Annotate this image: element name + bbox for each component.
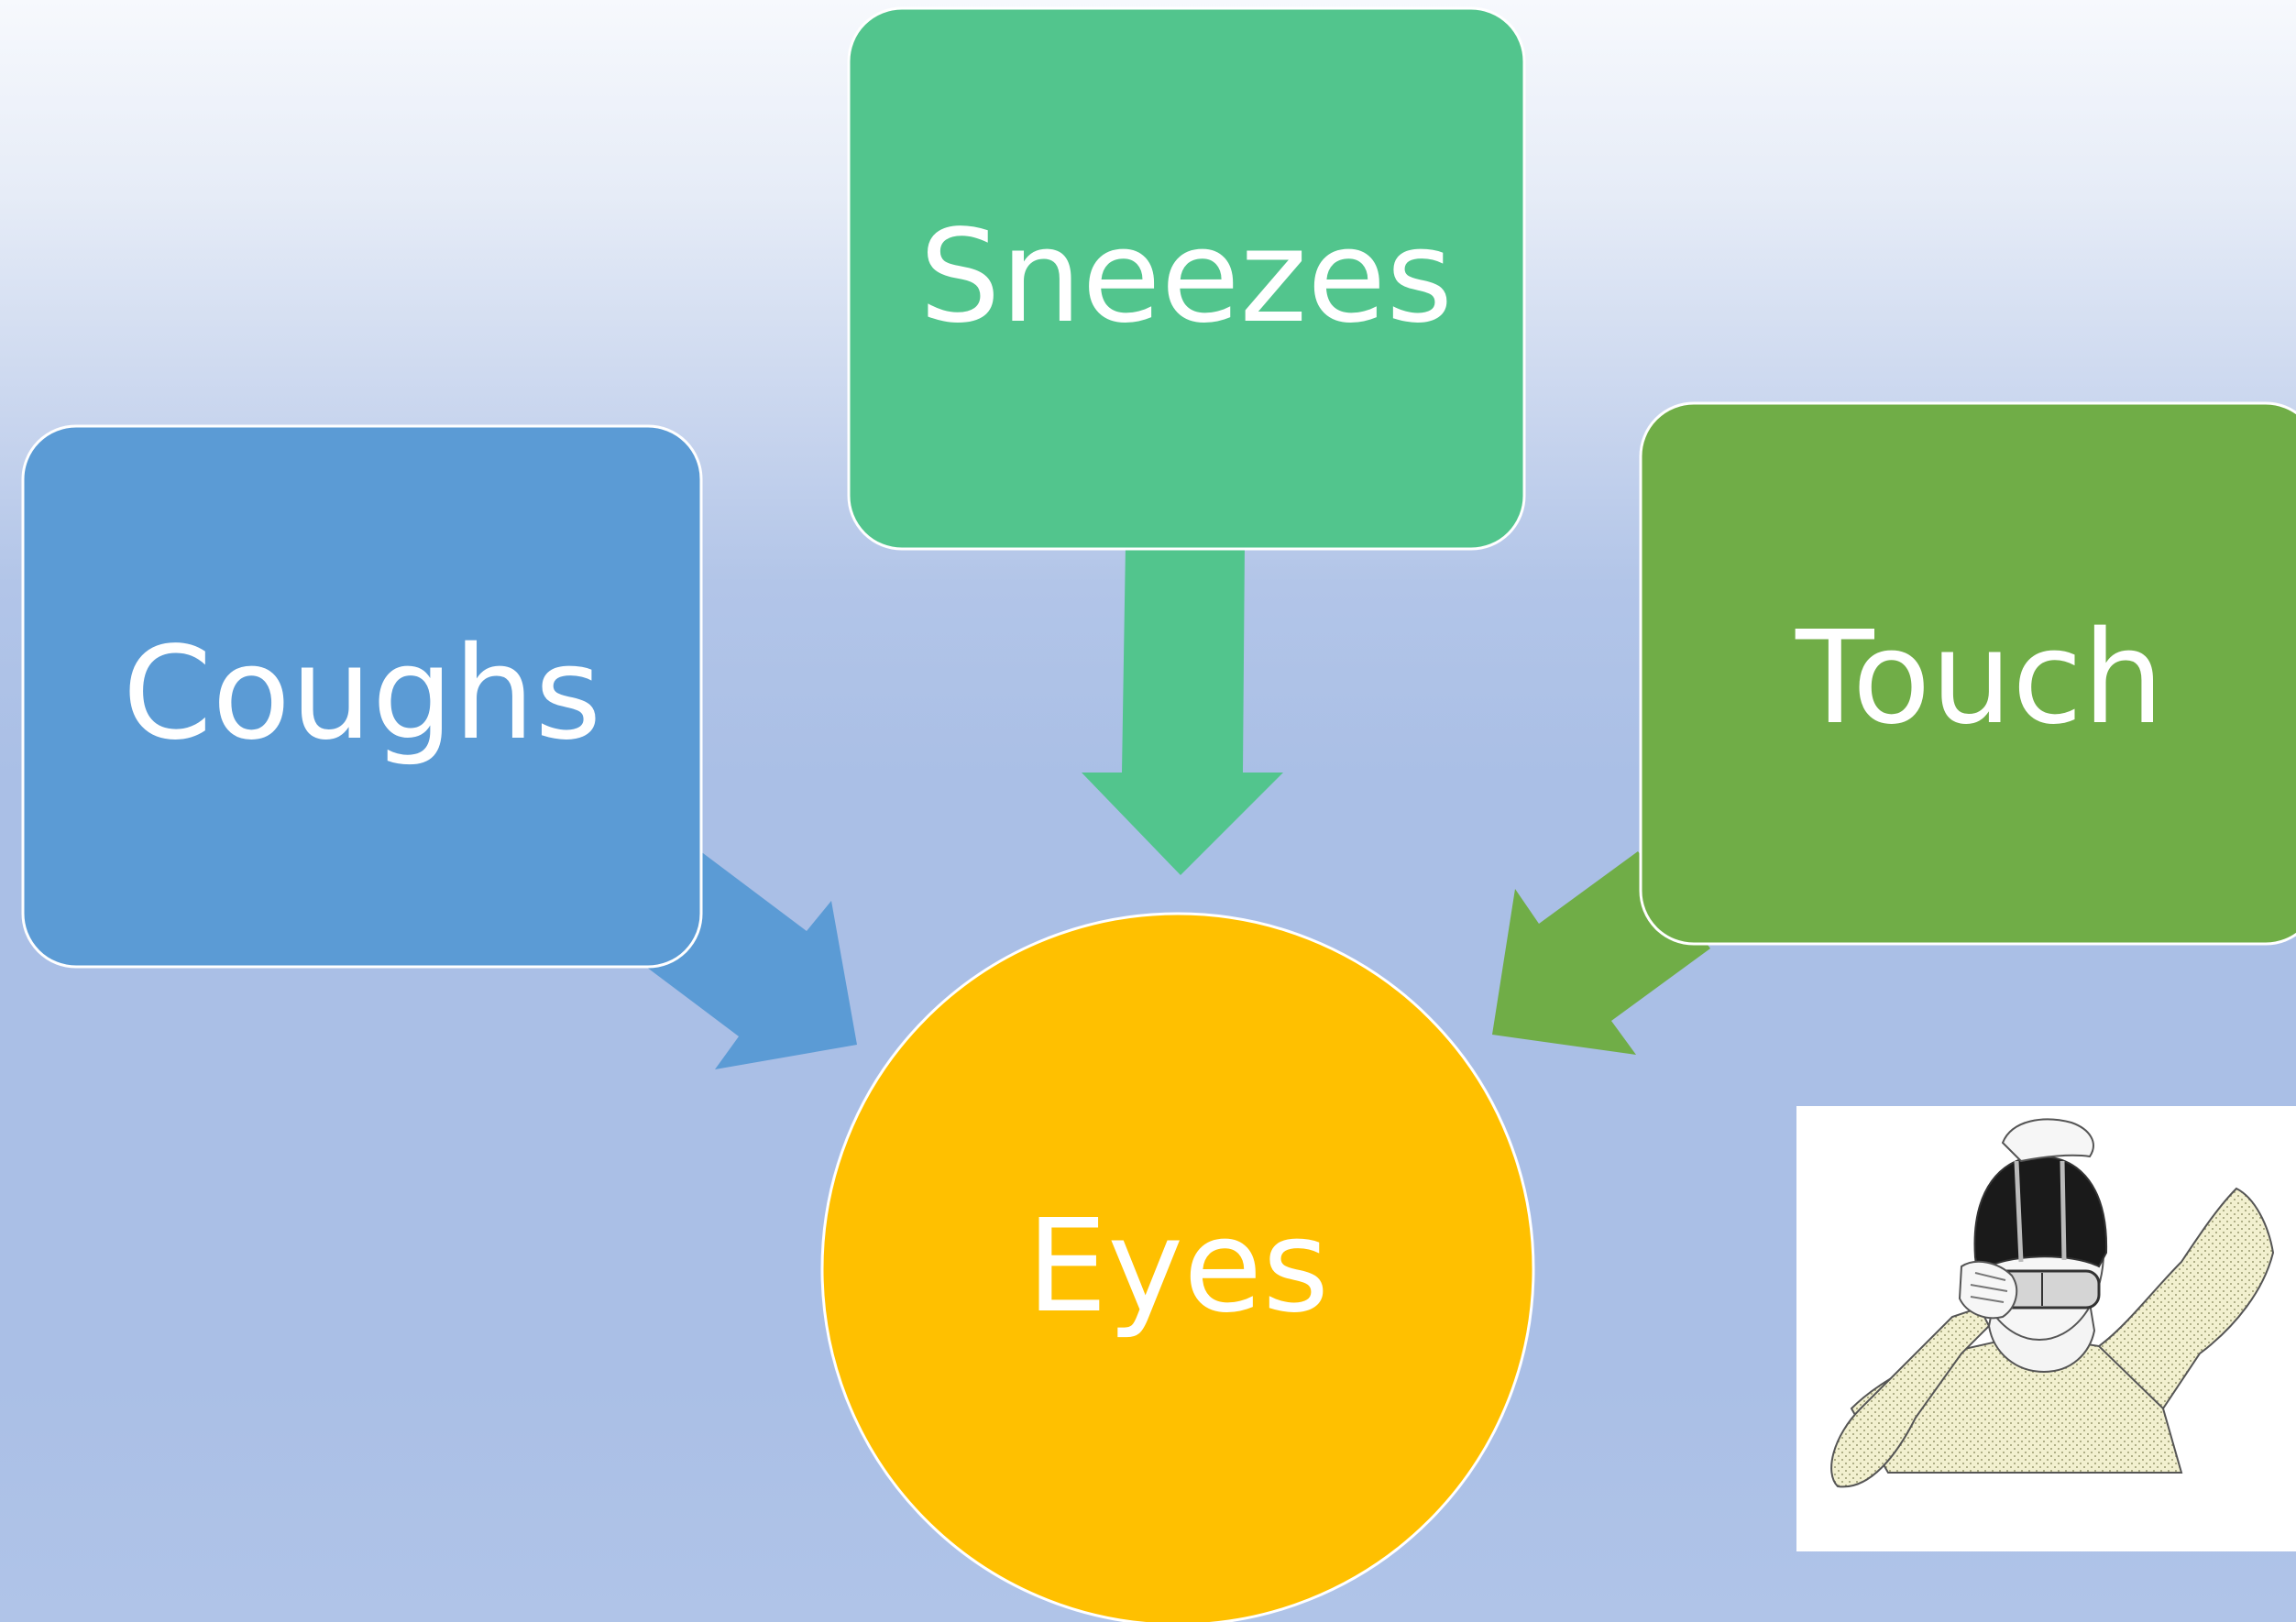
node-coughs-label: Coughs — [123, 619, 602, 769]
arrow-sneezes-to-eyes — [1082, 545, 1283, 875]
person-adjusting-goggles-illustration — [1796, 1106, 2296, 1551]
node-sneezes: Sneezes — [849, 8, 1524, 549]
node-eyes: Eyes — [822, 914, 1533, 1622]
surgical-cap — [1975, 1156, 2107, 1271]
node-touch-label: Touch — [1795, 604, 2164, 753]
node-touch: Touch — [1641, 403, 2296, 944]
top-hand — [2003, 1119, 2093, 1161]
node-sneezes-label: Sneezes — [919, 203, 1453, 352]
illustration-drawing — [1796, 1106, 2296, 1551]
node-eyes-label: Eyes — [1027, 1192, 1329, 1342]
node-coughs: Coughs — [23, 426, 701, 967]
